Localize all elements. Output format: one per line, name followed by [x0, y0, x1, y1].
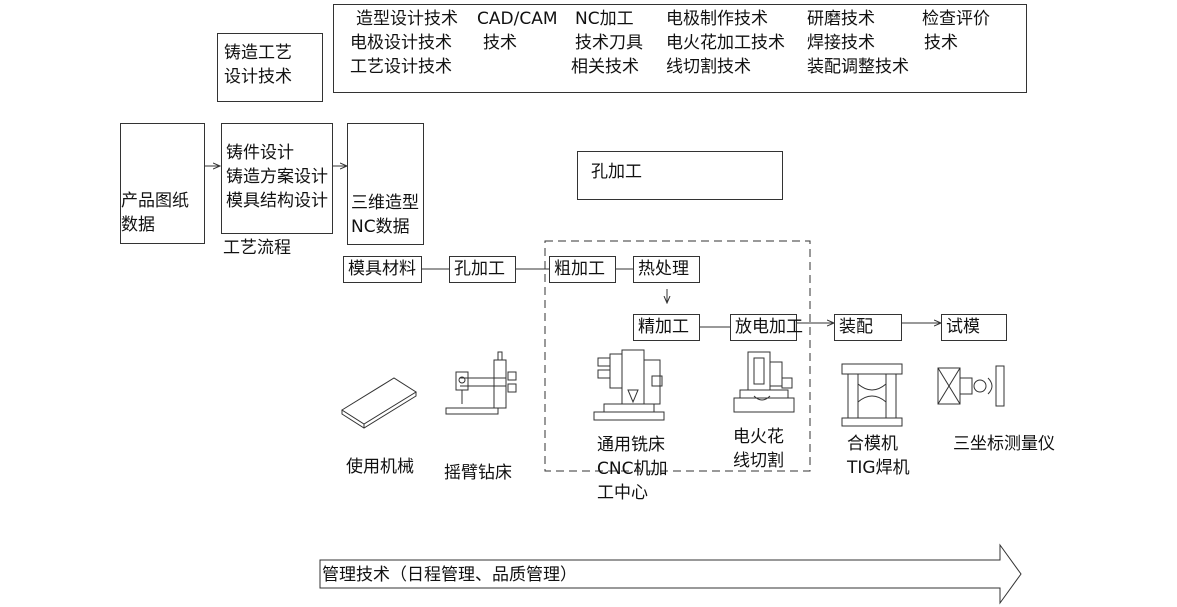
product-line: 数据: [121, 215, 155, 235]
tech-column-grinding: 研磨技术 焊接技术 装配调整技术: [807, 7, 909, 79]
tech-item: 焊接技术: [807, 33, 875, 53]
cmm-icon: [937, 365, 1005, 407]
wire-line: 电火花: [733, 427, 784, 447]
mill-line: CNC机加: [597, 459, 668, 479]
process-line: 模具结构设计: [226, 191, 328, 211]
machinery-block-icon: [341, 377, 417, 429]
tech-item: 技术: [924, 33, 958, 53]
wire-edm-icon: [733, 351, 795, 413]
tech-item: 检查评价: [922, 9, 990, 29]
tech-column-inspection: 检查评价 技术: [922, 7, 990, 55]
process-design-box: 铸件设计 铸造方案设计 模具结构设计: [221, 123, 333, 234]
stage-heat: 热处理: [633, 256, 700, 283]
casting-line: 铸造工艺: [224, 43, 292, 63]
stage-rough: 粗加工: [549, 256, 616, 283]
cmm-label: 三坐标测量仪: [953, 434, 1055, 454]
model-data-box: 三维造型 NC数据: [347, 123, 424, 245]
machinery-label: 使用机械: [346, 457, 414, 477]
press-line: 合模机: [847, 434, 898, 454]
tech-item: 技术: [483, 33, 517, 53]
management-arrow-shape: [319, 543, 1022, 605]
process-line: 铸件设计: [226, 143, 294, 163]
tech-item: 研磨技术: [807, 9, 875, 29]
cnc-mill-icon: [593, 349, 665, 421]
hole-machining-box: 孔加工: [577, 151, 783, 200]
tech-column-nc: NC加工 技术刀具 相关技术: [571, 7, 643, 79]
wire-edm-label: 电火花 线切割: [733, 425, 784, 473]
mill-line: 通用铣床: [597, 435, 665, 455]
stage-hole: 孔加工: [449, 256, 516, 283]
model-line: 三维造型: [351, 193, 419, 213]
tech-column-design: 造型设计技术 电极设计技术 工艺设计技术: [350, 7, 458, 79]
management-label: 管理技术（日程管理、品质管理）: [322, 565, 577, 585]
tech-item: 装配调整技术: [807, 57, 909, 77]
stage-trial: 试模: [941, 314, 1007, 341]
tech-item: 电火花加工技术: [666, 33, 785, 53]
process-line: 铸造方案设计: [226, 167, 328, 187]
tech-item: 电极制作技术: [666, 9, 768, 29]
tech-item: 线切割技术: [666, 57, 751, 77]
process-flow-caption: 工艺流程: [223, 238, 291, 258]
casting-design-box: 铸造工艺 设计技术: [217, 33, 323, 102]
mill-label: 通用铣床 CNC机加 工中心: [597, 433, 667, 505]
mill-line: 工中心: [597, 483, 648, 503]
radial-drill-icon: [445, 351, 517, 415]
wire-line: 线切割: [733, 451, 784, 471]
press-line: TIG焊机: [847, 458, 910, 478]
drill-label: 摇臂钻床: [444, 463, 512, 483]
product-data-text: 产品图纸 数据: [121, 189, 189, 237]
model-data-text: 三维造型 NC数据: [351, 191, 419, 239]
casting-design-text: 铸造工艺 设计技术: [224, 41, 292, 89]
product-line: 产品图纸: [121, 191, 189, 211]
model-line: NC数据: [351, 217, 410, 237]
dashed-region: [544, 240, 811, 472]
tech-item: CAD/CAM: [477, 9, 558, 29]
process-design-text: 铸件设计 铸造方案设计 模具结构设计: [226, 141, 328, 213]
stage-assembly: 装配: [834, 314, 902, 341]
tech-item: NC加工: [575, 9, 634, 29]
tech-column-electrode: 电极制作技术 电火花加工技术 线切割技术: [666, 7, 785, 79]
casting-line: 设计技术: [224, 67, 292, 87]
tech-item: 技术刀具: [575, 33, 643, 53]
tech-column-cadcam: CAD/CAM 技术: [477, 7, 557, 55]
tech-item: 造型设计技术: [356, 9, 458, 29]
stage-edm: 放电加工: [730, 314, 803, 341]
tech-item: 相关技术: [571, 57, 639, 77]
tech-item: 工艺设计技术: [350, 57, 452, 77]
hole-machining-label: 孔加工: [591, 162, 642, 182]
product-data-box: 产品图纸 数据: [120, 123, 205, 244]
press-label: 合模机 TIG焊机: [847, 432, 910, 480]
technology-box: 造型设计技术 电极设计技术 工艺设计技术 CAD/CAM 技术 NC加工 技术刀…: [333, 4, 1027, 93]
stage-material: 模具材料: [343, 256, 422, 283]
press-icon: [841, 363, 903, 427]
tech-item: 电极设计技术: [350, 33, 452, 53]
stage-finish: 精加工: [633, 314, 700, 341]
